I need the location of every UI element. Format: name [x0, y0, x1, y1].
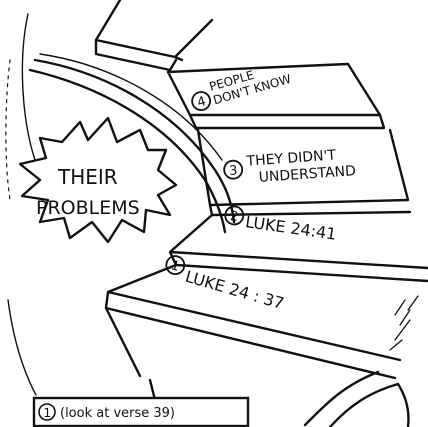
step-1-label: 1 LUKE 24 : 37 [162, 254, 288, 313]
step-3-riser [210, 205, 410, 215]
step-2-number: 2 [229, 209, 239, 225]
step-4-riser [190, 115, 384, 128]
note-number: 1 [44, 406, 52, 420]
stair-edge-right [305, 372, 408, 427]
step-2-label: 2 LUKE 24:41 [223, 205, 338, 243]
step-1-text: LUKE 24 : 37 [183, 267, 286, 313]
step-top [96, 0, 212, 70]
burst-line1: THEIR [57, 165, 118, 189]
dashed-curve [6, 60, 10, 200]
step-3-number: 3 [229, 163, 238, 179]
note-text: (look at verse 39) [60, 406, 175, 421]
note-box: 1 (look at verse 39) [34, 398, 248, 426]
step-2-text: LUKE 24:41 [244, 212, 337, 244]
step-3-label: 3 THEY DIDN'T UNDERSTAND [223, 146, 356, 188]
burst-line2: PROBLEMS [36, 197, 140, 219]
stair-hatch [390, 296, 418, 350]
